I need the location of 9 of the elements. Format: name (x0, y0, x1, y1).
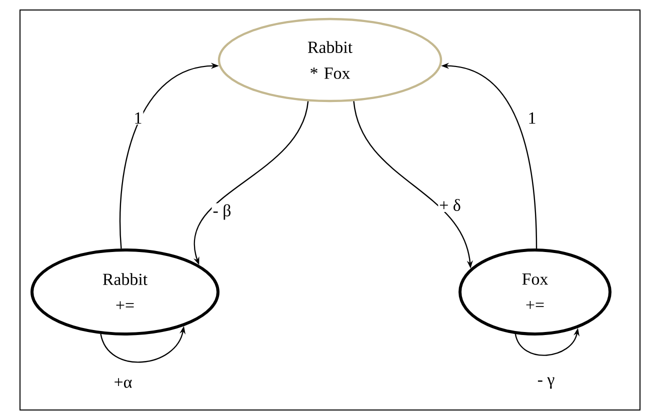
edge-label: +α (112, 377, 134, 389)
ellipse-node: Fox += (458, 248, 612, 336)
edge-label: + δ (438, 198, 462, 212)
edge-label: - γ (536, 376, 556, 390)
ellipse-node: Rabbit += (30, 248, 220, 336)
edge-label: 1 (526, 111, 538, 125)
edge-label: 1 (132, 111, 144, 125)
ellipse-node: Rabbit * Fox (218, 18, 442, 102)
edge-label: - β (212, 203, 232, 221)
